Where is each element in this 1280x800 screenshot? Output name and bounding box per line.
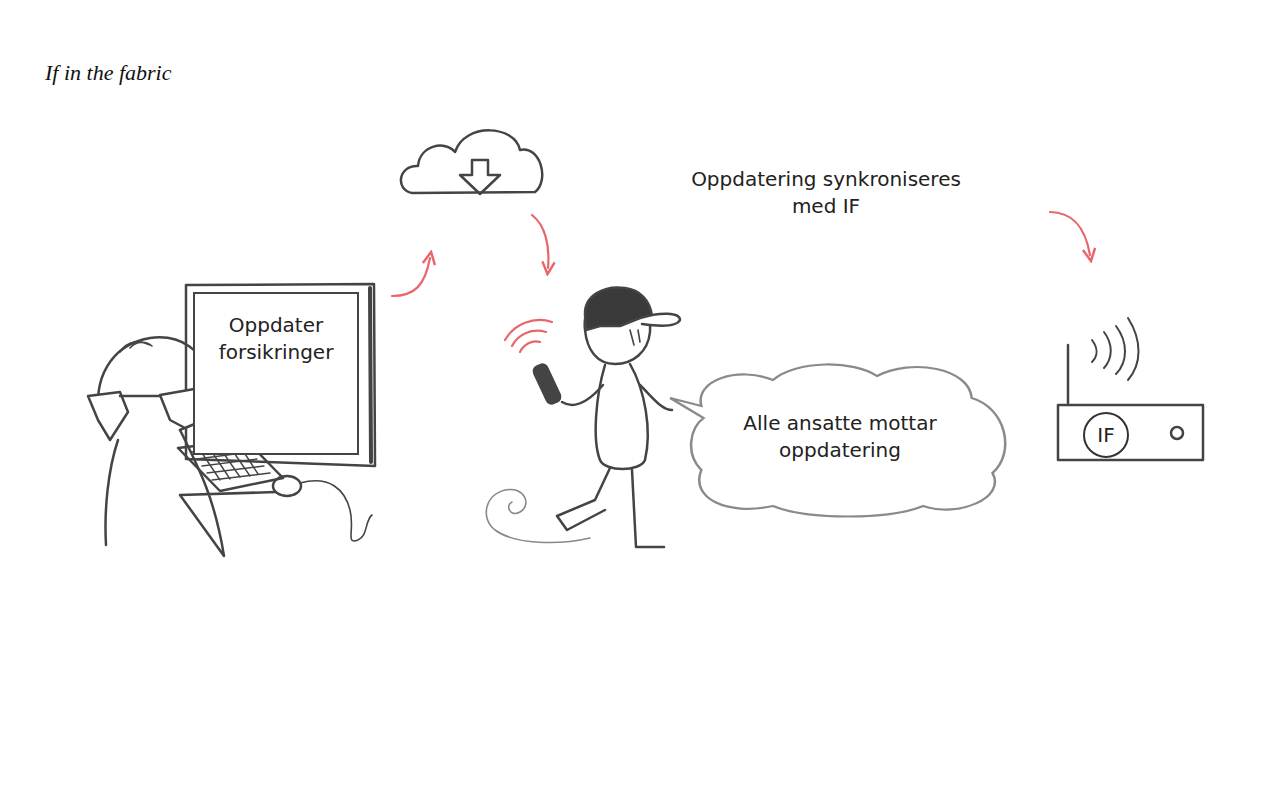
arm: [562, 385, 672, 410]
router-antenna: [1067, 345, 1070, 403]
glasses: [88, 388, 204, 440]
router-box: [1058, 405, 1203, 460]
phone: [532, 363, 562, 405]
device-badge: IF: [1083, 412, 1129, 458]
signal-waves: [505, 320, 552, 352]
flow-arrow: [392, 258, 430, 296]
mouse-cord: [300, 481, 372, 541]
monitor-edge: [370, 288, 371, 462]
flow-arrow: [532, 215, 548, 268]
node-text: IF: [1097, 422, 1114, 449]
cloud-outline: [670, 364, 1005, 516]
router-waves: [1092, 318, 1139, 380]
speech-cloud: Alle ansatte mottar oppdatering: [669, 358, 1011, 516]
monitor-screen: Oppdater forsikringer: [193, 292, 359, 455]
person-hair: [120, 342, 152, 352]
router-button: [1171, 427, 1183, 439]
legs: [557, 468, 664, 547]
node-text: Alle ansatte mottar oppdatering: [681, 410, 999, 464]
download-arrow: [460, 160, 500, 194]
node-text: Oppdater forsikringer: [207, 312, 345, 366]
cap-brim: [640, 314, 680, 326]
tail-spiral: [486, 489, 590, 542]
flow-arrow: [1050, 212, 1090, 255]
page-title: If in the fabric: [45, 60, 171, 86]
cloud-icon: [401, 130, 542, 193]
mouse: [273, 476, 301, 496]
cap-hair: [630, 330, 640, 345]
person-body: [596, 364, 648, 469]
monitor-frame: [186, 284, 375, 466]
flow-note: Oppdatering synkroniseres med IF: [676, 166, 976, 220]
cloud-outline: [669, 358, 1011, 516]
